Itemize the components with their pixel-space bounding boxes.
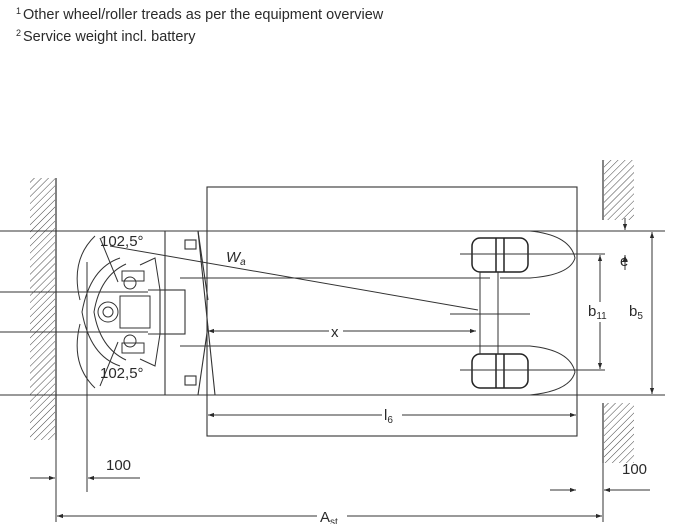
x-label: x: [331, 324, 339, 341]
dimension-100-left-label: 100: [106, 457, 131, 474]
tiller-handle: [0, 257, 161, 367]
footnote-2-text: Service weight incl. battery: [23, 29, 196, 45]
right-wall-top-hatching: [604, 160, 634, 220]
wa-label: Wa: [226, 249, 246, 268]
angle-bottom-label: 102,5°: [100, 365, 144, 382]
extension-lines: [55, 230, 665, 492]
wa-line: [109, 245, 479, 311]
dimension-100-right-label: 100: [622, 461, 647, 478]
angle-top-label: 102,5°: [100, 233, 144, 250]
b5-label: b5: [629, 303, 643, 322]
footnote-1-mark: 1: [16, 6, 22, 16]
load-roller-top: [471, 237, 529, 273]
ast-label: Ast: [320, 509, 338, 524]
turning-arcs: [76, 235, 119, 389]
right-wall-bottom-hatching: [604, 403, 634, 463]
load-roller-bottom: [471, 353, 529, 389]
pallet-outline: [206, 186, 578, 437]
footnote-2-mark: 2: [16, 28, 22, 38]
b11-label: b11: [588, 303, 607, 322]
chassis: [148, 230, 216, 396]
outer-width-lines: [0, 230, 665, 396]
left-wall-hatching: [30, 178, 55, 440]
forks: [180, 230, 576, 396]
e-label: e: [620, 253, 628, 270]
footnote-1-text: Other wheel/roller treads as per the equ…: [23, 7, 384, 23]
l6-label: l6: [384, 407, 393, 426]
